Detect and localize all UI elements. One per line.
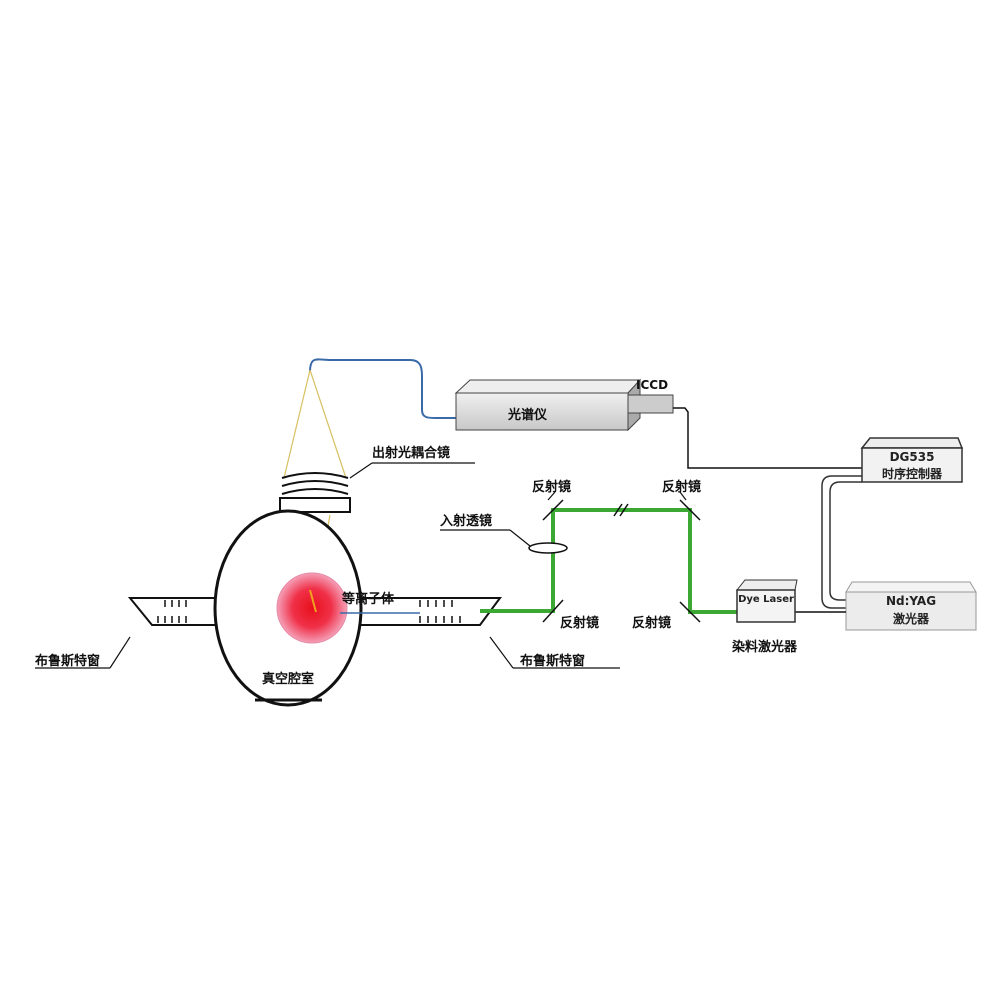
incident-lens [528, 542, 568, 554]
mirror-label-bottom-left: 反射镜 [560, 616, 600, 631]
nd-yag-model-label: Nd:YAG [885, 594, 937, 608]
vacuum-chamber-label: 真空腔室 [262, 672, 315, 687]
dye-laser-box [735, 579, 798, 623]
dye-laser-box-label: Dye Laser [738, 594, 794, 605]
plasma-label: 等离子体 [342, 592, 395, 607]
left-window [127, 597, 219, 626]
spectrometer-box [454, 378, 674, 432]
mirror-label-top-right: 反射镜 [662, 480, 702, 495]
coupling-lens [279, 472, 351, 513]
iccd-label: ICCD [636, 378, 669, 392]
collection-coupler-label: 出射光耦合镜 [372, 446, 451, 461]
spectrometer-label: 光谱仪 [508, 408, 548, 423]
dg535-label: 时序控制器 [881, 467, 942, 481]
nd-yag-label: 激光器 [892, 612, 929, 626]
dye-laser-label: 染料激光器 [732, 640, 798, 655]
mirror-label-top-left: 反射镜 [532, 480, 572, 495]
incident-lens-label: 入射透镜 [440, 514, 493, 529]
right-window-label: 布鲁斯特窗 [520, 654, 586, 669]
nd-yag-box [845, 581, 977, 631]
mirror-label-bottom-right: 反射镜 [632, 616, 672, 631]
dg535-model-label: DG535 [889, 450, 935, 464]
laser-beam [480, 508, 737, 614]
left-window-label: 布鲁斯特窗 [35, 654, 101, 669]
plasma [276, 572, 348, 644]
dg535-box [860, 437, 964, 483]
optical-fiber [309, 358, 456, 419]
